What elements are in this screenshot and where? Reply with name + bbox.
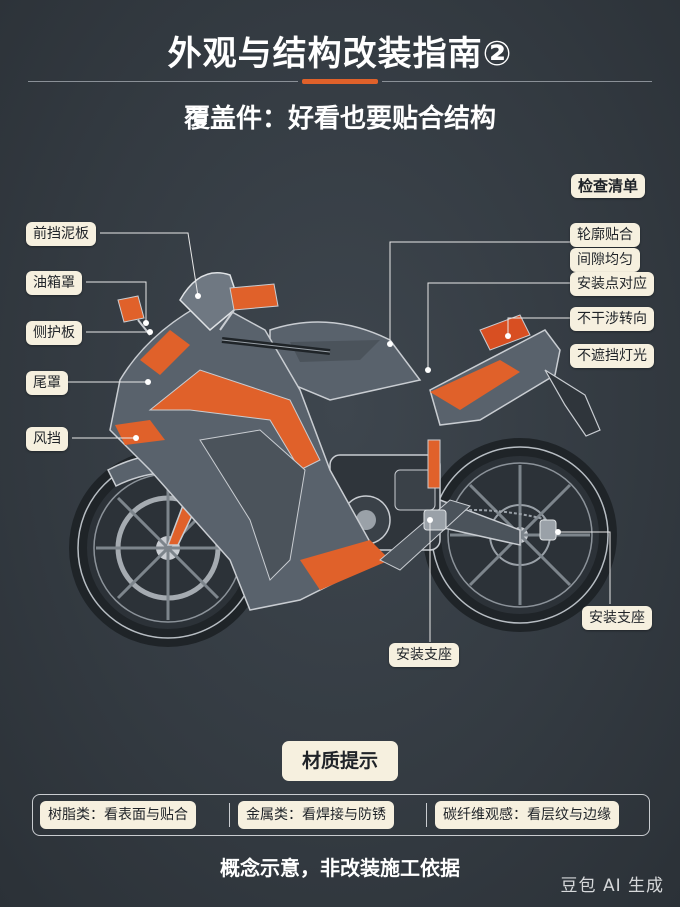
label-side-panel: 侧护板	[26, 321, 82, 345]
label-windscreen: 风挡	[26, 427, 68, 451]
page-title: 外观与结构改装指南②	[167, 34, 513, 74]
checklist-item-steering: 不干涉转向	[570, 307, 654, 331]
title-accent-bar	[302, 79, 378, 84]
checklist-item-lights: 不遮挡灯光	[570, 344, 654, 368]
label-tail-cover: 尾罩	[26, 371, 68, 395]
label-front-fender: 前挡泥板	[26, 222, 96, 246]
page-subtitle: 覆盖件：好看也要贴合结构	[183, 104, 496, 134]
checklist-item-mount-points: 安装点对应	[570, 272, 654, 296]
materials-title: 材质提示	[282, 741, 398, 781]
title-divider-left	[28, 81, 298, 82]
label-mount-center: 安装支座	[389, 643, 459, 667]
title-divider-right	[382, 81, 652, 82]
label-tank-cover: 油箱罩	[26, 271, 82, 295]
material-carbon: 碳纤维观感：看层纹与边缘	[435, 801, 619, 829]
material-resin: 树脂类：看表面与贴合	[40, 801, 196, 829]
materials-bar: 树脂类：看表面与贴合 金属类：看焊接与防锈 碳纤维观感：看层纹与边缘	[32, 794, 650, 836]
material-separator	[229, 803, 230, 827]
checklist-item-contour: 轮廓贴合	[570, 223, 640, 247]
footer-note: 概念示意，非改装施工依据	[220, 856, 460, 880]
watermark: 豆包 AI 生成	[560, 876, 664, 896]
material-separator	[426, 803, 427, 827]
checklist-item-gap: 间隙均匀	[570, 248, 640, 272]
material-metal: 金属类：看焊接与防锈	[238, 801, 394, 829]
checklist-title: 检查清单	[571, 174, 646, 198]
label-mount-rear: 安装支座	[582, 606, 652, 630]
